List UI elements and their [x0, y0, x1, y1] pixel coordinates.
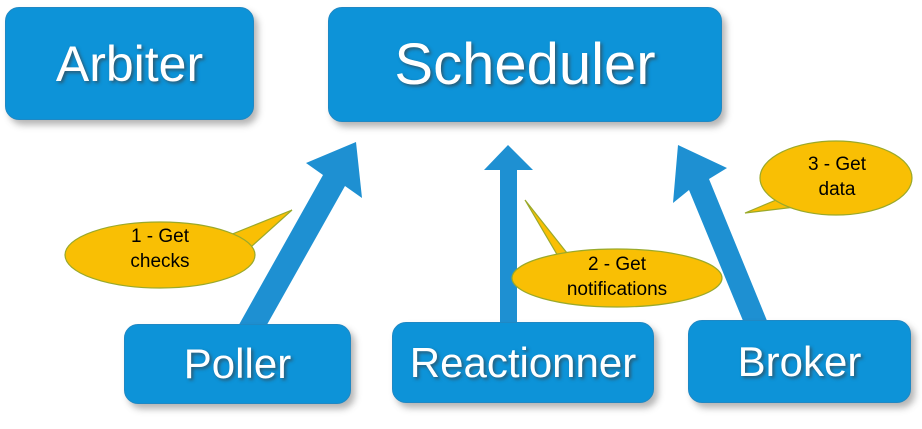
node-poller[interactable]: Poller	[124, 324, 351, 404]
node-reactionner-label: Reactionner	[409, 338, 637, 386]
arrow-reactionner-to-scheduler	[484, 145, 533, 326]
callout-bubble-3	[744, 140, 913, 216]
node-scheduler-label: Scheduler	[394, 31, 656, 97]
callout-bubble-1	[64, 209, 293, 289]
node-arbiter-label: Arbiter	[55, 35, 204, 92]
node-broker-label: Broker	[737, 337, 862, 385]
node-reactionner[interactable]: Reactionner	[392, 322, 654, 403]
arrow-poller-to-scheduler	[236, 142, 362, 330]
node-scheduler[interactable]: Scheduler	[328, 7, 722, 122]
callout-bubble-2	[511, 199, 723, 308]
node-broker[interactable]: Broker	[688, 320, 911, 403]
node-arbiter[interactable]: Arbiter	[5, 7, 254, 120]
node-poller-label: Poller	[183, 340, 292, 387]
arrow-broker-to-scheduler	[673, 145, 770, 328]
